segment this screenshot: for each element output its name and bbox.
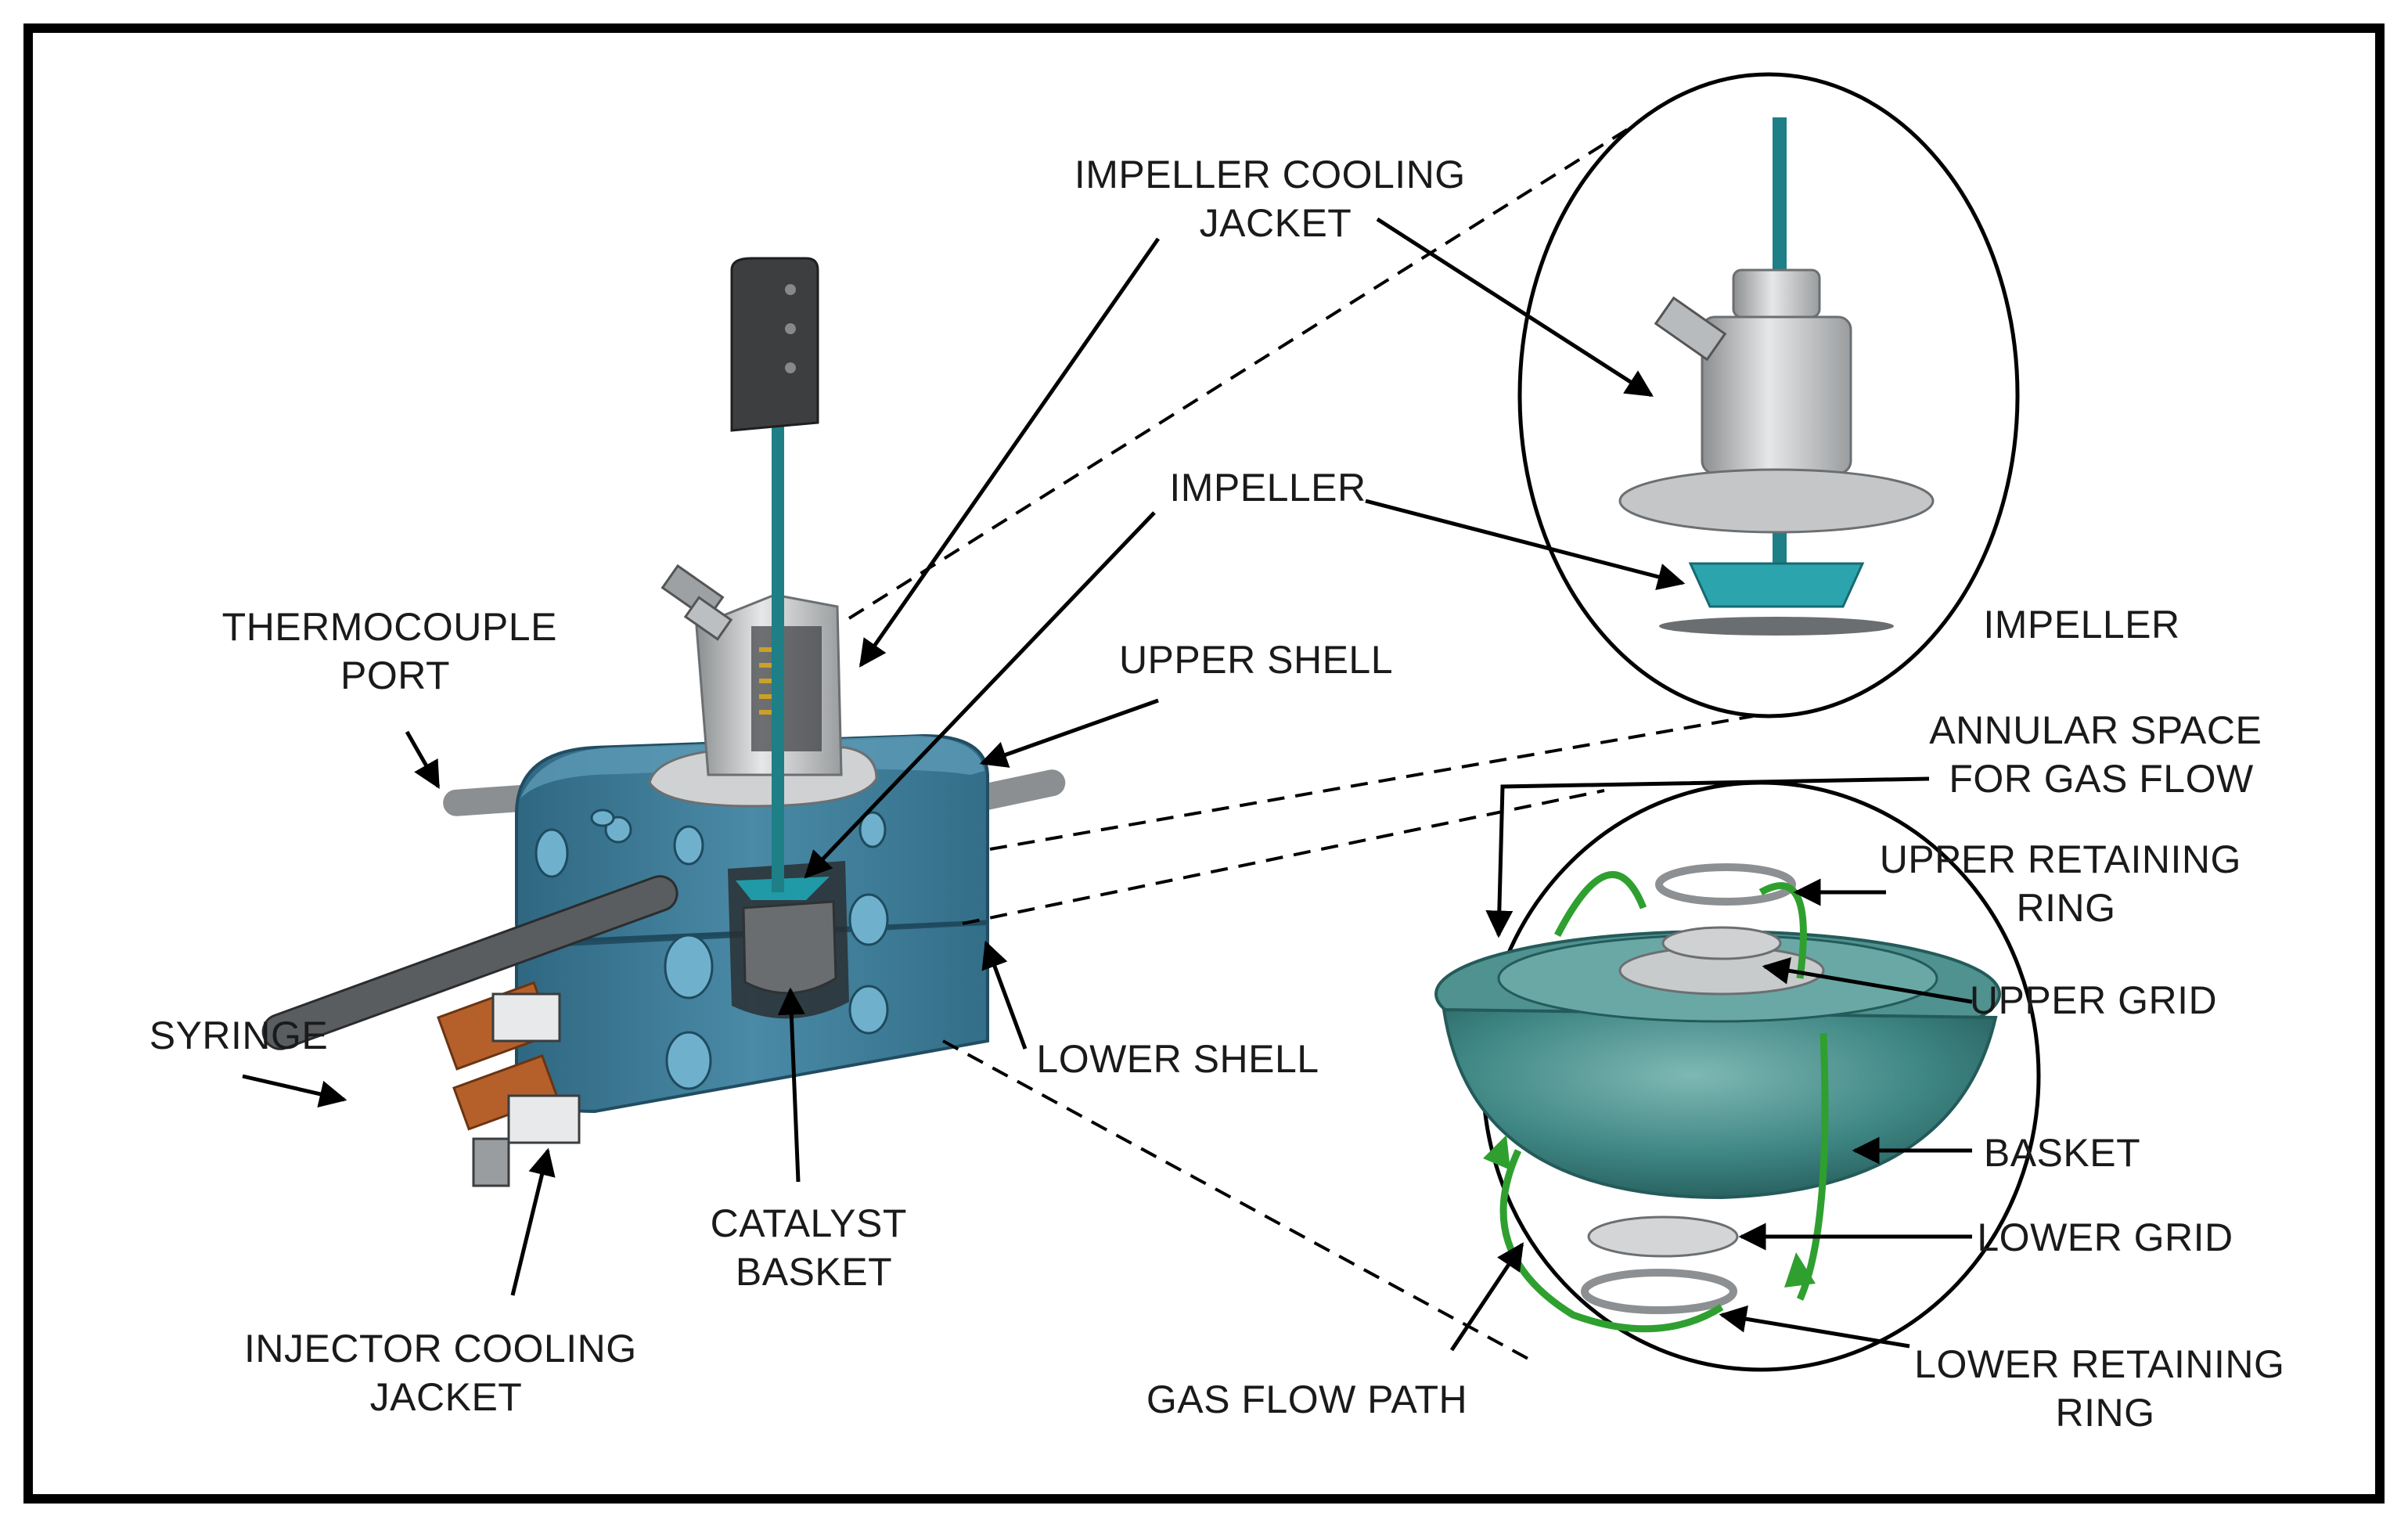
shell-ports [535,809,889,1090]
leader-arrows [242,217,1973,1352]
label-catalyst-basket: CATALYST BASKET [711,1201,918,1294]
label-impeller-detail: IMPELLER [1983,603,2179,646]
impeller-detail-blades [1688,562,1865,608]
drive-shaft [772,391,784,892]
lower-grid [1587,1215,1739,1258]
catalyst-basket-section [742,900,837,995]
label-thermocouple-port: THERMOCOUPLE PORT [222,605,569,697]
motor-coupling [730,257,819,432]
diagram-frame [23,23,2385,1504]
thermocouple-rod-right [973,769,1066,811]
label-impeller-cooling-jacket: IMPELLER COOLING JACKET [1074,153,1477,245]
label-upper-shell: UPPER SHELL [1119,638,1393,682]
label-gas-flow-path: GAS FLOW PATH [1146,1378,1467,1421]
label-lower-shell: LOWER SHELL [1036,1037,1319,1081]
impeller-detail [1618,117,1935,636]
label-upper-retaining-ring: UPPER RETAINING RING [1880,837,2253,930]
cooling-fitting [660,564,733,641]
reactor-assembly [261,257,1066,1187]
label-lower-grid: LOWER GRID [1977,1215,2233,1259]
label-basket: BASKET [1984,1131,2140,1175]
lower-retaining-ring [1581,1269,1737,1314]
projection-lines [848,128,1754,1363]
upper-grid [1661,926,1782,960]
label-impeller-main: IMPELLER [1169,466,1366,510]
label-annular-space: ANNULAR SPACE FOR GAS FLOW [1929,708,2273,801]
syringe [261,875,678,1187]
upper-retaining-ring [1655,863,1796,906]
basket-detail [1434,863,2001,1333]
label-lower-retaining-ring: LOWER RETAINING RING [1914,1342,2296,1435]
label-injector-cooling-jacket: INJECTOR COOLING JACKET [244,1327,648,1419]
label-upper-grid: UPPER GRID [1970,978,2217,1022]
impeller-detail-ellipse [1517,72,2020,718]
housing-window [751,626,822,751]
label-syringe: SYRINGE [149,1014,329,1057]
